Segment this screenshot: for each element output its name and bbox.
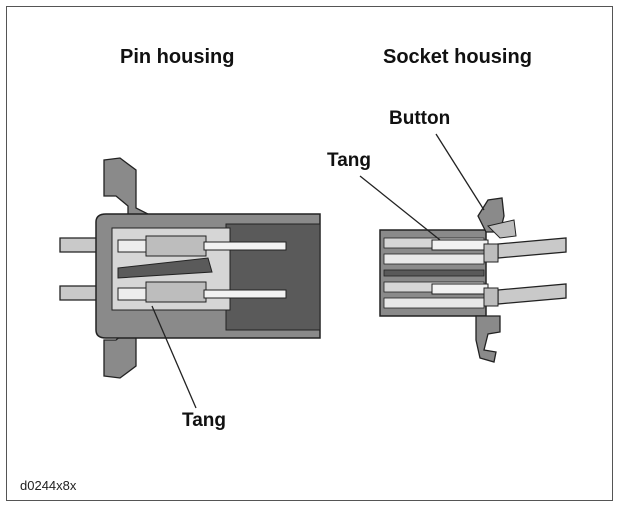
pin-housing [59,157,321,409]
figure-code: d0244x8x [20,478,77,493]
button-label: Button [389,108,451,129]
socket-tang-label: Tang [327,150,371,171]
pin-tang [117,257,213,279]
pin-terminal-upper [117,235,287,257]
socket-tang-leader [359,175,441,241]
socket-terminal-clip-lower [483,287,499,307]
socket-terminal-upper [431,239,489,251]
button-leader [435,133,485,211]
pin-housing-face [225,223,321,331]
socket-housing-title: Socket housing [383,46,532,68]
socket-wire-upper [497,237,567,259]
socket-terminal-clip-upper [483,243,499,263]
pin-tang-leader [151,305,197,409]
socket-lower-flange [475,315,501,363]
socket-terminal-lower [431,283,489,295]
socket-housing [359,133,567,363]
pin-tang-label: Tang [182,410,226,431]
pin-housing-title: Pin housing [120,46,235,68]
socket-wire-lower [497,283,567,305]
socket-upper-tab [487,219,517,239]
pin-terminal-lower [117,281,287,303]
